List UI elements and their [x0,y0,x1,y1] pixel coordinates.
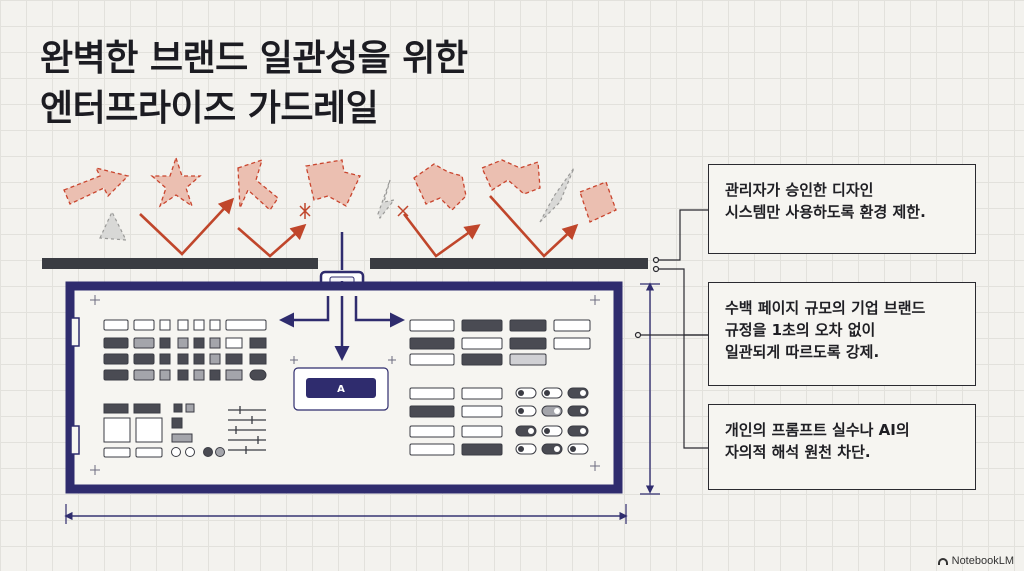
center-button-label: A [337,384,345,395]
frame-clips [70,317,80,455]
toggle-knobs [518,390,586,452]
dimension-lines [64,282,660,524]
callout-leaders [638,209,708,449]
callout-2-line-1: 수백 페이지 규모의 기업 브랜드 [725,299,926,317]
chaos-star-shape [150,155,202,208]
callout-2-line-2: 규정을 1초의 오차 없이 [725,321,876,339]
chaotic-inputs [63,155,617,223]
callout-approved-system: 관리자가 승인한 디자인 시스템만 사용하도록 환경 제한. [708,164,976,254]
callout-3-line-2: 자의적 해석 원천 차단. [725,443,871,461]
guard-bar-right [370,258,648,269]
slider-controls [228,406,266,454]
corner-marks [90,295,600,475]
page-title: 완벽한 브랜드 일관성을 위한 엔터프라이즈 가드레일 [40,34,468,134]
callout-brand-rules: 수백 페이지 규모의 기업 브랜드 규정을 1초의 오차 없이 일관되게 따르도… [708,282,976,386]
callout-3-line-1: 개인의 프롬프트 실수나 AI의 [725,421,910,439]
title-line-2: 엔터프라이즈 가드레일 [40,88,379,129]
brand-watermark: NotebookLM [937,555,1014,567]
chaos-grey-shapes [99,167,575,241]
chaos-arrow-shape [237,158,279,211]
approved-component: A [293,367,389,411]
callout-1-line-1: 관리자가 승인한 디자인 [725,181,874,199]
chaos-square-shape [579,181,617,223]
callout-1-line-2: 시스템만 사용하도록 환경 제한. [725,203,926,221]
brand-label: NotebookLM [951,555,1014,567]
notebooklm-icon [937,557,948,565]
callout-2-line-3: 일관되게 따르도록 강제. [725,343,880,361]
title-line-1: 완벽한 브랜드 일관성을 위한 [40,38,468,79]
guard-bar-left [42,258,318,269]
chaos-arrow-shape [413,163,467,211]
deflected-arrows [139,195,579,258]
distribution-arrows [279,296,405,361]
chaos-arrow-shape [481,159,541,195]
chaos-arrow-shape [305,159,361,207]
callout-block-errors: 개인의 프롬프트 실수나 AI의 자의적 해석 원천 차단. [708,404,976,490]
component-library-left [103,319,267,458]
leader-dots [634,256,660,339]
chaos-arrow-shape [63,167,130,205]
spark-icons [299,203,409,219]
